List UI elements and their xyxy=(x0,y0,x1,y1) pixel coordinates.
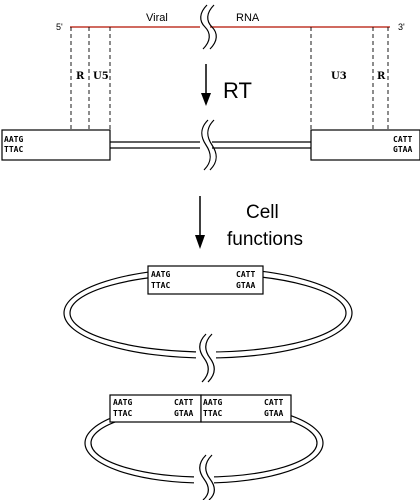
ltr-left-box xyxy=(1,129,111,161)
break-mark-circle-one xyxy=(199,333,215,383)
circle-two-ltr1-left-top: AATG xyxy=(113,398,132,407)
cell-step-label-2: functions xyxy=(227,229,303,250)
cell-functions-arrow xyxy=(195,196,205,249)
circle-one-right-top: CATT xyxy=(236,270,255,279)
linear-left-top-seq: AATG xyxy=(4,135,23,144)
circle-one-right-bottom: GTAA xyxy=(236,281,255,290)
linear-left-bottom-seq: TTAC xyxy=(4,145,23,154)
rna-3-prime-label: 3' xyxy=(398,22,405,32)
circle-two-ltr1-right-top: CATT xyxy=(174,398,193,407)
cell-step-label-1: Cell xyxy=(246,202,279,223)
linear-right-bottom-seq: GTAA xyxy=(393,145,412,154)
circle-one-ltr-box xyxy=(147,265,264,295)
circle-one-left-top: AATG xyxy=(151,270,170,279)
rna-label: RNA xyxy=(236,12,260,24)
region-r-right: R xyxy=(377,71,386,82)
region-u5: U5 xyxy=(93,71,109,82)
circle-two-ltr: AATG TTAC CATT GTAA AATG TTAC CATT GTAA xyxy=(84,394,324,500)
circle-two-ltr-box-2 xyxy=(200,394,292,423)
linear-dna: AATG TTAC CATT GTAA xyxy=(1,119,420,171)
circle-two-ltr-box-1 xyxy=(109,394,202,423)
break-mark-top xyxy=(200,4,217,50)
viral-rna: 5' Viral RNA 3' xyxy=(56,12,405,32)
circle-two-ltr1-left-bottom: TTAC xyxy=(113,409,132,418)
viral-label: Viral xyxy=(146,12,168,24)
region-u3: U3 xyxy=(331,71,347,82)
rt-arrow xyxy=(201,64,211,106)
region-r-left: R xyxy=(76,71,85,82)
circle-two-ltr2-left-bottom: TTAC xyxy=(203,409,222,418)
break-mark-circle-two xyxy=(199,454,215,500)
rt-step-label: RT xyxy=(223,78,252,103)
circle-two-ltr1-right-bottom: GTAA xyxy=(174,409,193,418)
circle-one-ltr: AATG TTAC CATT GTAA xyxy=(63,265,353,383)
break-mark-linear xyxy=(201,119,217,171)
circle-two-ltr2-right-top: CATT xyxy=(264,398,283,407)
ltr-right-box xyxy=(310,129,420,161)
rna-5-prime-label: 5' xyxy=(56,22,63,32)
circle-two-ltr2-left-top: AATG xyxy=(203,398,222,407)
region-guides xyxy=(70,27,389,130)
linear-right-top-seq: CATT xyxy=(393,135,412,144)
circle-two-ltr2-right-bottom: GTAA xyxy=(264,409,283,418)
circle-one-left-bottom: TTAC xyxy=(151,281,170,290)
